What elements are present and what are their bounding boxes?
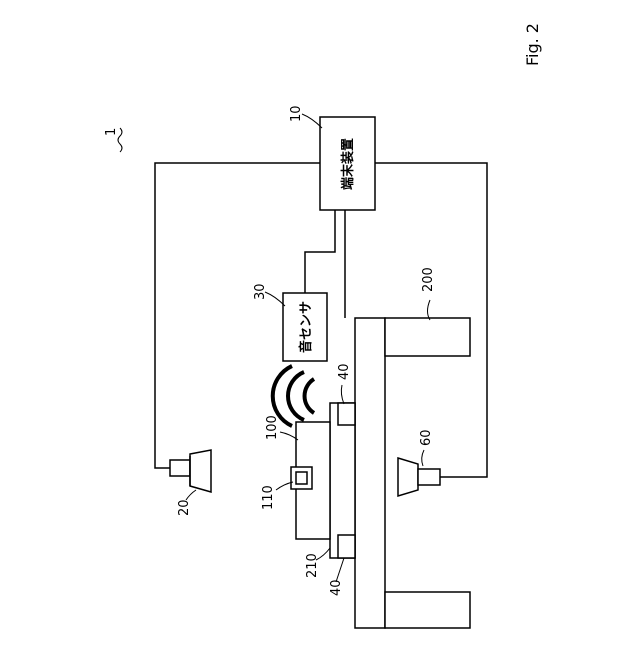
inner-part-ref: 110 bbox=[261, 485, 276, 510]
camera-upper-icon bbox=[170, 450, 211, 492]
inner-part-inner bbox=[296, 472, 307, 484]
system-ref-label: 1 bbox=[104, 128, 119, 136]
terminal-device-ref: 10 bbox=[289, 105, 304, 122]
camera-upper-leader bbox=[186, 490, 196, 500]
table-ref: 200 bbox=[421, 267, 436, 292]
sound-sensor-label: 音センサ bbox=[298, 301, 314, 353]
spacer-top-ref: 40 bbox=[337, 363, 352, 380]
camera-lower-leader bbox=[422, 450, 424, 466]
sound-wave-2 bbox=[288, 372, 304, 420]
sound-sensor-leader bbox=[265, 292, 285, 306]
table-leg-upper bbox=[385, 318, 470, 356]
sound-sensor-ref: 30 bbox=[253, 283, 268, 300]
spacer-bottom-leader bbox=[336, 558, 344, 582]
camera-lower-icon bbox=[398, 458, 440, 496]
table-top bbox=[355, 318, 385, 628]
spacer-bottom bbox=[338, 535, 355, 558]
camera-upper-ref: 20 bbox=[177, 499, 192, 516]
terminal-device-label: 端末装置 bbox=[340, 138, 356, 190]
sound-wave-1 bbox=[305, 379, 314, 413]
spacer-top-leader bbox=[341, 385, 344, 404]
workpiece-ref: 100 bbox=[265, 415, 280, 440]
table-leg-lower bbox=[385, 592, 470, 628]
terminal-device-leader bbox=[302, 114, 322, 128]
camera-lower-ref: 60 bbox=[419, 429, 434, 446]
spacer-top bbox=[338, 403, 355, 425]
plate-ref: 210 bbox=[305, 553, 320, 578]
wire-terminal-sound-sensor bbox=[305, 210, 335, 293]
figure-label: Fig. 2 bbox=[523, 23, 542, 66]
table-leader bbox=[428, 300, 431, 320]
